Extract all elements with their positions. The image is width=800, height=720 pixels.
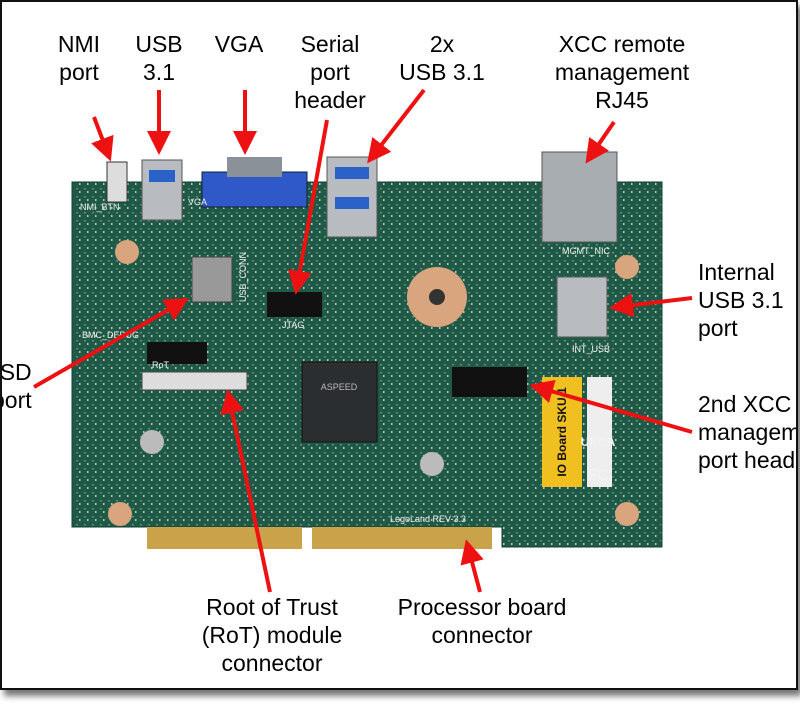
chip-marking: ASPEED <box>321 382 358 392</box>
processor-edge-connector <box>312 527 492 549</box>
io-board: ASPEED IO Board SKU 1 UKCA FC NMI_BTN VG… <box>71 151 663 549</box>
label-line: 2nd XCC <box>698 391 792 417</box>
label-vga: VGA <box>215 30 264 58</box>
label-line: SD <box>0 359 32 385</box>
arrow-nmi <box>91 116 114 162</box>
serial-header <box>267 292 322 317</box>
arrow-internal-usb <box>609 293 693 318</box>
silk-bmc-debug: BMC_DEBUG <box>82 330 139 340</box>
label-line: (RoT) module <box>201 622 343 648</box>
arrow-xcc <box>585 120 616 164</box>
label-line: connector <box>431 622 533 648</box>
silk-vga: VGA <box>188 197 207 207</box>
label-line: management <box>698 419 798 445</box>
rj45-port <box>541 151 618 243</box>
label-line: VGA <box>214 31 264 57</box>
label-line: USB <box>135 31 183 57</box>
silk-int-usb: INT_USB <box>572 344 610 354</box>
label-line: 2x <box>429 31 455 57</box>
rot-edge-connector <box>147 527 302 549</box>
callout-arrows <box>33 88 693 593</box>
label-line: header <box>294 87 366 113</box>
arrow-xcc2 <box>529 379 693 434</box>
label-line: port <box>310 59 350 85</box>
label-line: 3.1 <box>143 59 175 85</box>
label-line: management <box>554 59 690 85</box>
fc-mark: FC <box>587 467 609 484</box>
label-line: port <box>2 387 32 413</box>
arrow-rot <box>220 389 272 593</box>
label-line: Processor board <box>397 594 567 620</box>
arrow-serial <box>288 119 329 295</box>
label-line: USB 3.1 <box>698 287 784 313</box>
label-sd: SDport <box>0 358 32 414</box>
silk-rot: RoT <box>152 360 170 370</box>
nmi-button <box>106 161 128 203</box>
label-line: USB 3.1 <box>399 59 485 85</box>
label-line: Serial <box>300 31 360 57</box>
diagram-frame: ASPEED IO Board SKU 1 UKCA FC NMI_BTN VG… <box>0 0 798 690</box>
label-line: XCC remote <box>558 31 686 57</box>
label-line: RJ45 <box>595 87 649 113</box>
arrow-processor <box>460 539 484 593</box>
usb-port <box>141 159 183 221</box>
xcc2-header <box>452 367 527 397</box>
label-line: port <box>59 59 99 85</box>
ukca-mark: UKCA <box>581 435 616 449</box>
label-line: NMI <box>57 31 101 57</box>
silk-jtag: JTAG <box>282 320 304 330</box>
label-line: port <box>698 315 738 341</box>
sku-label-text: IO Board SKU 1 <box>555 387 569 477</box>
silk-nmi-btn: NMI_BTN <box>80 202 120 212</box>
label-xcc2: 2nd XCCmanagementport header <box>698 390 798 474</box>
label-line: connector <box>221 650 323 676</box>
arrow-2x-usb <box>367 88 426 164</box>
silk-usb-conn: USB_CONN <box>238 252 248 302</box>
aspeed-chip <box>301 361 378 443</box>
label-line: port header <box>698 447 796 473</box>
board-illustration: ASPEED IO Board SKU 1 UKCA FC NMI_BTN VG… <box>33 88 693 593</box>
arrow-sd <box>33 298 189 389</box>
label-line: Root of Trust <box>206 594 338 620</box>
label-line: Internal <box>698 259 775 285</box>
silk-board-rev: LegoLand REV-3.3 <box>390 514 466 524</box>
silk-mgmt-nic: MGMT_NIC <box>562 246 610 256</box>
internal-usb-port <box>556 276 608 338</box>
rot-connector <box>141 371 248 391</box>
sd-slot <box>191 256 233 303</box>
vga-port <box>201 171 308 208</box>
silkscreen-markings: NMI_BTN VGA USB_CONN MGMT_NIC INT_USB BM… <box>80 197 610 524</box>
